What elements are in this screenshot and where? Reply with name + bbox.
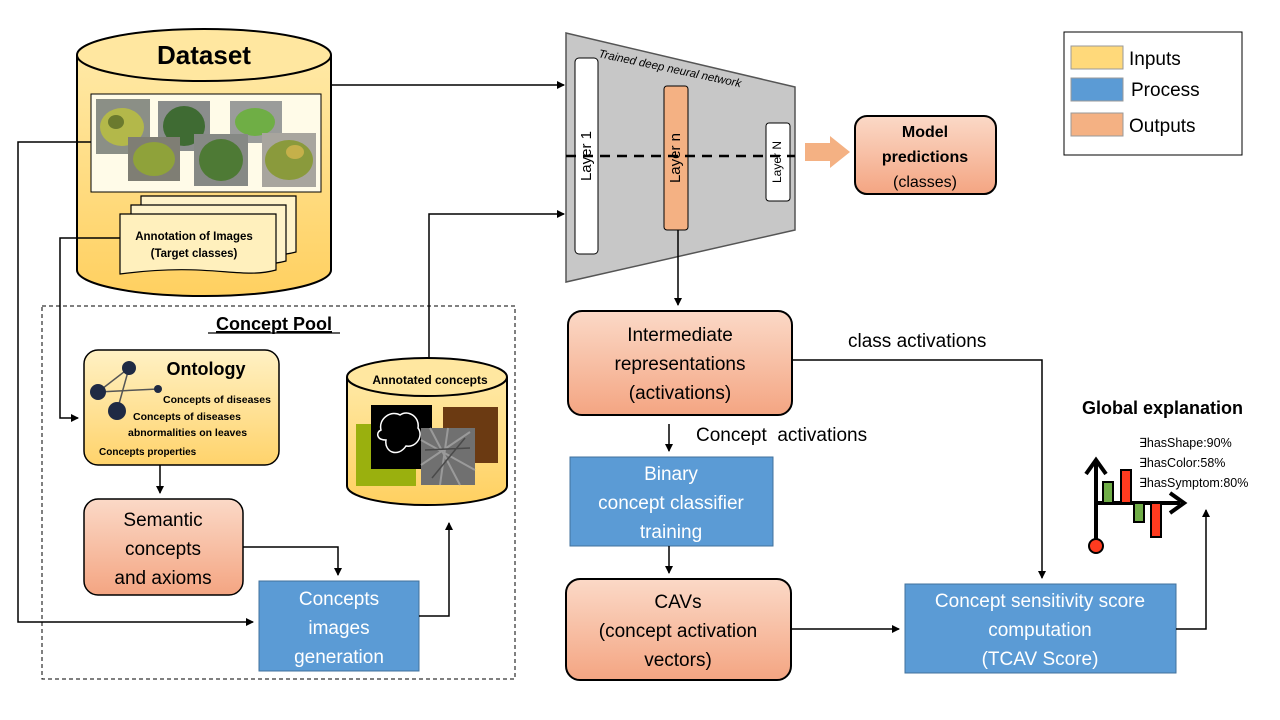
- concept-pool-frame: [41, 305, 516, 680]
- arrow-class-activations: [792, 359, 1046, 579]
- arrow-tcav-to-explanation: [1176, 509, 1210, 630]
- arrow-generation-to-annotated: [419, 522, 453, 617]
- annotation-line2: (Target classes): [151, 248, 238, 260]
- neural-network: Trained deep neural network Layer 1 Laye…: [565, 32, 796, 283]
- legend-process-label: Process: [1131, 80, 1200, 101]
- cavs-line1: CAVs: [654, 592, 701, 613]
- semantic-line3: and axioms: [114, 568, 211, 589]
- intermediate-line2: representations: [615, 354, 746, 375]
- semantic-concepts-box: Semantic concepts and axioms: [83, 498, 244, 596]
- layer-N-label: Layer N: [770, 141, 784, 183]
- ontology-title: Ontology: [167, 359, 246, 379]
- intermediate-line3: (activations): [629, 383, 731, 404]
- leaf-images: [96, 99, 316, 187]
- prediction-block-arrow: [805, 136, 850, 168]
- arrow-annotated-to-network: [428, 210, 565, 358]
- arrow-semantic-to-generation: [243, 546, 342, 576]
- annotation-documents: Annotation of Images (Target classes): [119, 195, 297, 275]
- generation-line3: generation: [294, 647, 384, 668]
- explanation-item-3: ∃hasSymptom:80%: [1139, 476, 1248, 490]
- ontology-graph-icon: [90, 361, 162, 420]
- layer-N: [765, 122, 791, 202]
- legend-outputs-label: Outputs: [1129, 116, 1196, 137]
- annotated-concepts-cylinder: Annotated concepts: [346, 357, 508, 506]
- global-explanation-chart-icon: [1084, 456, 1188, 554]
- cavs-line3: vectors): [644, 650, 712, 671]
- legend-inputs-swatch: [1070, 45, 1124, 70]
- layer-n: [663, 85, 689, 231]
- semantic-line2: concepts: [125, 539, 201, 560]
- explanation-item-2: ∃hasColor:58%: [1139, 456, 1225, 470]
- ontology-c2: Concepts of diseases: [133, 411, 241, 423]
- tcav-line3: (TCAV Score): [982, 649, 1099, 670]
- arrow-annotation-to-ontology: [59, 237, 120, 422]
- class-activations-label: class activations: [848, 331, 986, 352]
- ontology-c4: Concepts properties: [99, 447, 197, 458]
- legend-outputs-swatch: [1070, 112, 1124, 137]
- tcav-score-box: Concept sensitivity score computation (T…: [904, 583, 1177, 674]
- generation-line1: Concepts: [299, 589, 379, 610]
- concepts-images-generation-box: Concepts images generation: [258, 580, 420, 672]
- tcav-line2: computation: [988, 620, 1092, 641]
- cavs-box: CAVs (concept activation vectors): [565, 578, 792, 681]
- layer-n-label: Layer n: [667, 133, 684, 183]
- annotated-concepts-title: Annotated concepts: [372, 373, 488, 387]
- ontology-box: Ontology Concepts of diseases Concepts o…: [83, 349, 280, 466]
- binary-classifier-box: Binary concept classifier training: [569, 456, 774, 547]
- concept-pool-title: Concept Pool: [216, 314, 332, 334]
- binary-line1: Binary: [644, 464, 698, 485]
- predictions-line1: Model: [902, 124, 948, 141]
- predictions-line3: (classes): [893, 174, 957, 191]
- concept-sample-images: [356, 405, 498, 486]
- concept-activations-label: Concept activations: [696, 425, 867, 446]
- binary-line2: concept classifier: [598, 493, 744, 514]
- binary-line3: training: [640, 522, 702, 543]
- dataset-cylinder: Dataset Annotation of Images (Target: [76, 28, 332, 297]
- generation-line2: images: [308, 618, 369, 639]
- cavs-line2: (concept activation: [599, 621, 757, 642]
- tcav-line1: Concept sensitivity score: [935, 591, 1145, 612]
- ontology-c1: Concepts of diseases: [163, 394, 271, 406]
- model-predictions-box: Model predictions (classes): [854, 115, 997, 195]
- legend: Inputs Process Outputs: [1063, 31, 1243, 156]
- explanation-item-1: ∃hasShape:90%: [1139, 436, 1232, 450]
- legend-inputs-label: Inputs: [1129, 49, 1181, 70]
- annotation-line1: Annotation of Images: [135, 231, 253, 243]
- semantic-line1: Semantic: [123, 510, 202, 531]
- intermediate-line1: Intermediate: [627, 325, 733, 346]
- connectors: [17, 81, 1210, 633]
- arrow-dataset-to-generation: [17, 141, 254, 626]
- global-explanation-title: Global explanation: [1082, 398, 1243, 418]
- dataset-title: Dataset: [157, 40, 251, 70]
- legend-process-swatch: [1070, 77, 1124, 102]
- intermediate-representations-box: Intermediate representations (activation…: [567, 310, 793, 416]
- ontology-c3: abnormalities on leaves: [128, 427, 247, 439]
- predictions-line2: predictions: [882, 149, 968, 166]
